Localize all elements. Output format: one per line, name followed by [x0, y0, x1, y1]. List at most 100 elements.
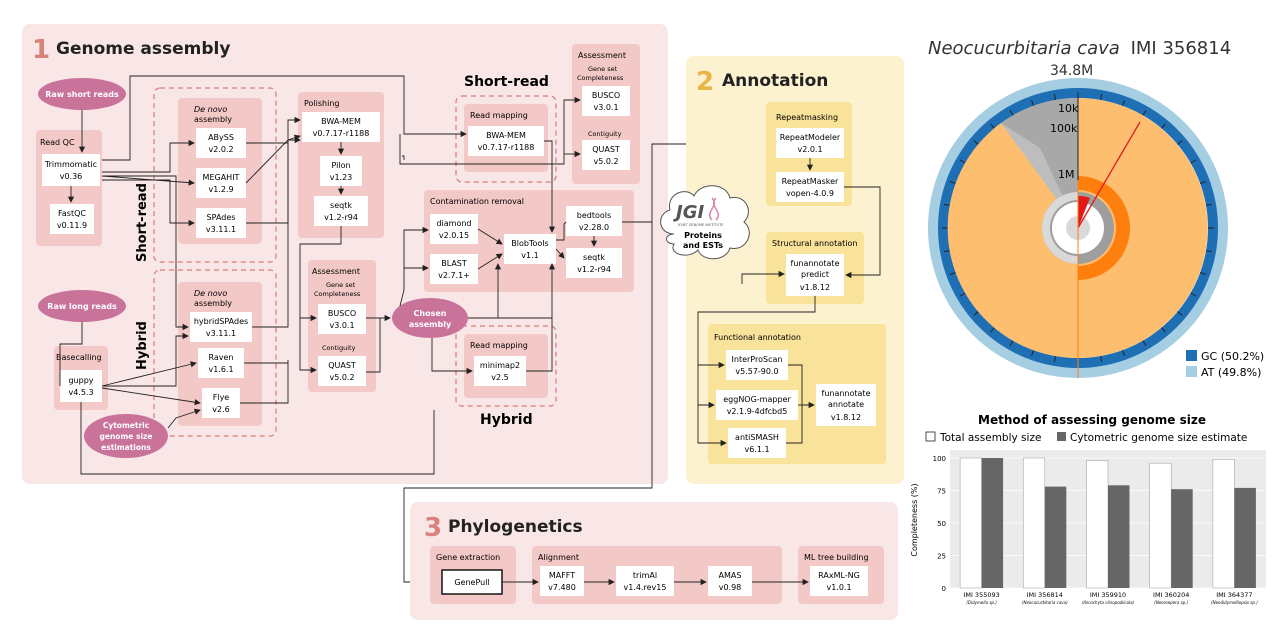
snail-tick: [1100, 355, 1103, 363]
y-tick-label: 50: [937, 520, 946, 528]
svg-text:ABySS: ABySS: [208, 133, 234, 142]
snail-tick: [1199, 181, 1206, 185]
at-legend-swatch: [1186, 366, 1197, 377]
genome-assembly-title: Genome assembly: [56, 39, 230, 59]
svg-text:v1.2-r94: v1.2-r94: [324, 213, 358, 222]
amas-box: AMAS v0.98: [708, 566, 752, 596]
snail-tick: [990, 123, 995, 129]
seqtk-contam-box: seqtk v1.2-r94: [566, 248, 622, 278]
snail-tick: [959, 159, 966, 164]
snail-tick: [950, 271, 957, 275]
minimap2-box: minimap2 v2.5: [474, 356, 526, 386]
bar-cytometric: [981, 458, 1004, 588]
svg-text:guppy: guppy: [68, 376, 93, 385]
snail-total-label: 34.8M: [1050, 63, 1093, 79]
legend-label-cytometric: Cytometric genome size estimate: [1070, 432, 1247, 444]
y-tick-label: 25: [937, 553, 946, 561]
snail-tick: [1205, 203, 1213, 206]
chosen-assembly-text-2: assembly: [409, 320, 452, 329]
svg-text:v0.11.9: v0.11.9: [57, 221, 87, 230]
snail-tick: [1205, 250, 1213, 253]
svg-text:v3.0.1: v3.0.1: [593, 103, 618, 112]
repeatmasker-box: RepeatMasker vopen-4.0.9: [776, 172, 844, 202]
antismash-box: antiSMASH v6.1.1: [728, 428, 786, 458]
read-mapping-hy-title: Read mapping: [470, 341, 528, 350]
cytometric-pill: [84, 414, 168, 458]
svg-text:antiSMASH: antiSMASH: [735, 433, 779, 442]
gene-set-mid-1: Gene set: [326, 281, 356, 289]
y-tick-label: 75: [937, 488, 946, 496]
repeatmasking-title: Repeatmasking: [776, 113, 838, 122]
alignment-title: Alignment: [538, 553, 579, 562]
svg-text:predict: predict: [801, 270, 829, 279]
polishing-title: Polishing: [304, 99, 340, 108]
y-tick-label: 0: [942, 585, 946, 593]
snail-tick: [943, 250, 951, 253]
contiguity-top: Contiguity: [588, 130, 622, 138]
snail-tick: [950, 181, 957, 185]
svg-text:v4.5.3: v4.5.3: [68, 388, 93, 397]
ml-tree-title: ML tree building: [804, 553, 869, 562]
svg-text:v0.7.17-r1188: v0.7.17-r1188: [313, 129, 370, 138]
svg-text:seqtk: seqtk: [583, 253, 605, 262]
scale-label-1m: 1M: [1058, 168, 1075, 181]
guppy-box: guppy v4.5.3: [60, 370, 102, 402]
at-legend-label: AT (49.8%): [1201, 366, 1261, 379]
svg-text:BlobTools: BlobTools: [511, 239, 548, 248]
snail-tick: [1053, 355, 1056, 363]
chart-ylabel: Completeness (%): [910, 483, 919, 556]
y-tick-label: 100: [933, 455, 946, 463]
x-tick-label: IMI 364377: [1216, 591, 1252, 599]
svg-text:v0.7.17-r1188: v0.7.17-r1188: [478, 143, 535, 152]
svg-text:QUAST: QUAST: [592, 145, 620, 154]
snail-tick: [1161, 123, 1166, 129]
x-tick-label: IMI 359910: [1090, 591, 1126, 599]
trimmomatic-box: Trimmomatic v0.36: [42, 154, 100, 186]
snail-tick: [1177, 311, 1183, 316]
denovo-short-title-1: De novo: [194, 105, 227, 114]
svg-text:diamond: diamond: [436, 219, 471, 228]
svg-text:MAFFT: MAFFT: [549, 571, 575, 580]
snail-tick: [959, 292, 966, 297]
genepull-box: GenePull: [441, 569, 503, 595]
structural-title: Structural annotation: [772, 239, 857, 248]
snail-tick: [990, 327, 995, 333]
gc-legend-label: GC (50.2%): [1201, 350, 1264, 363]
bar-cytometric: [1171, 489, 1193, 588]
bar-cytometric: [1044, 486, 1067, 588]
svg-text:v5.0.2: v5.0.2: [593, 157, 618, 166]
svg-text:v3.11.1: v3.11.1: [206, 225, 236, 234]
legend-swatch-total: [925, 431, 936, 442]
seqtk-polish-box: seqtk v1.2-r94: [314, 196, 368, 226]
svg-text:v3.0.1: v3.0.1: [329, 321, 354, 330]
bar-cytometric: [1108, 485, 1130, 588]
abyss-box: ABySS v2.0.2: [196, 128, 246, 158]
blast-box: BLAST v2.7.1+: [430, 254, 478, 284]
cytometric-text-3: estimations: [101, 443, 151, 452]
svg-text:v1.8.12: v1.8.12: [800, 283, 830, 292]
svg-text:v7.480: v7.480: [548, 583, 576, 592]
phylogenetics-number: 3: [424, 513, 442, 543]
short-read-heading: Short-read: [464, 74, 549, 90]
snail-tick: [1009, 340, 1014, 347]
blobtools-box: BlobTools v1.1: [504, 234, 556, 264]
bar-total: [1149, 462, 1172, 589]
svg-text:funannotate: funannotate: [791, 259, 840, 268]
genome-assembly-number: 1: [32, 35, 50, 65]
funannotate-annotate-box: funannotate annotate v1.8.12: [816, 384, 876, 426]
snail-tick: [973, 140, 979, 145]
snail-ticks: [942, 92, 1214, 364]
assessment-mid-title: Assessment: [312, 267, 360, 276]
raxml-box: RAxML-NG v1.0.1: [810, 566, 868, 596]
svg-text:Raven: Raven: [208, 353, 233, 362]
gene-set-top-2: Completeness: [577, 74, 624, 82]
svg-text:v2.5: v2.5: [491, 373, 508, 382]
annotation-title: Annotation: [722, 71, 828, 91]
bedtools-box: bedtools v2.28.0: [566, 206, 622, 236]
svg-text:Pilon: Pilon: [331, 161, 350, 170]
svg-text:v3.11.1: v3.11.1: [206, 329, 236, 338]
svg-text:GenePull: GenePull: [454, 578, 489, 587]
gene-extraction-title: Gene extraction: [436, 553, 500, 562]
busco-top-box: BUSCO v3.0.1: [582, 86, 630, 116]
